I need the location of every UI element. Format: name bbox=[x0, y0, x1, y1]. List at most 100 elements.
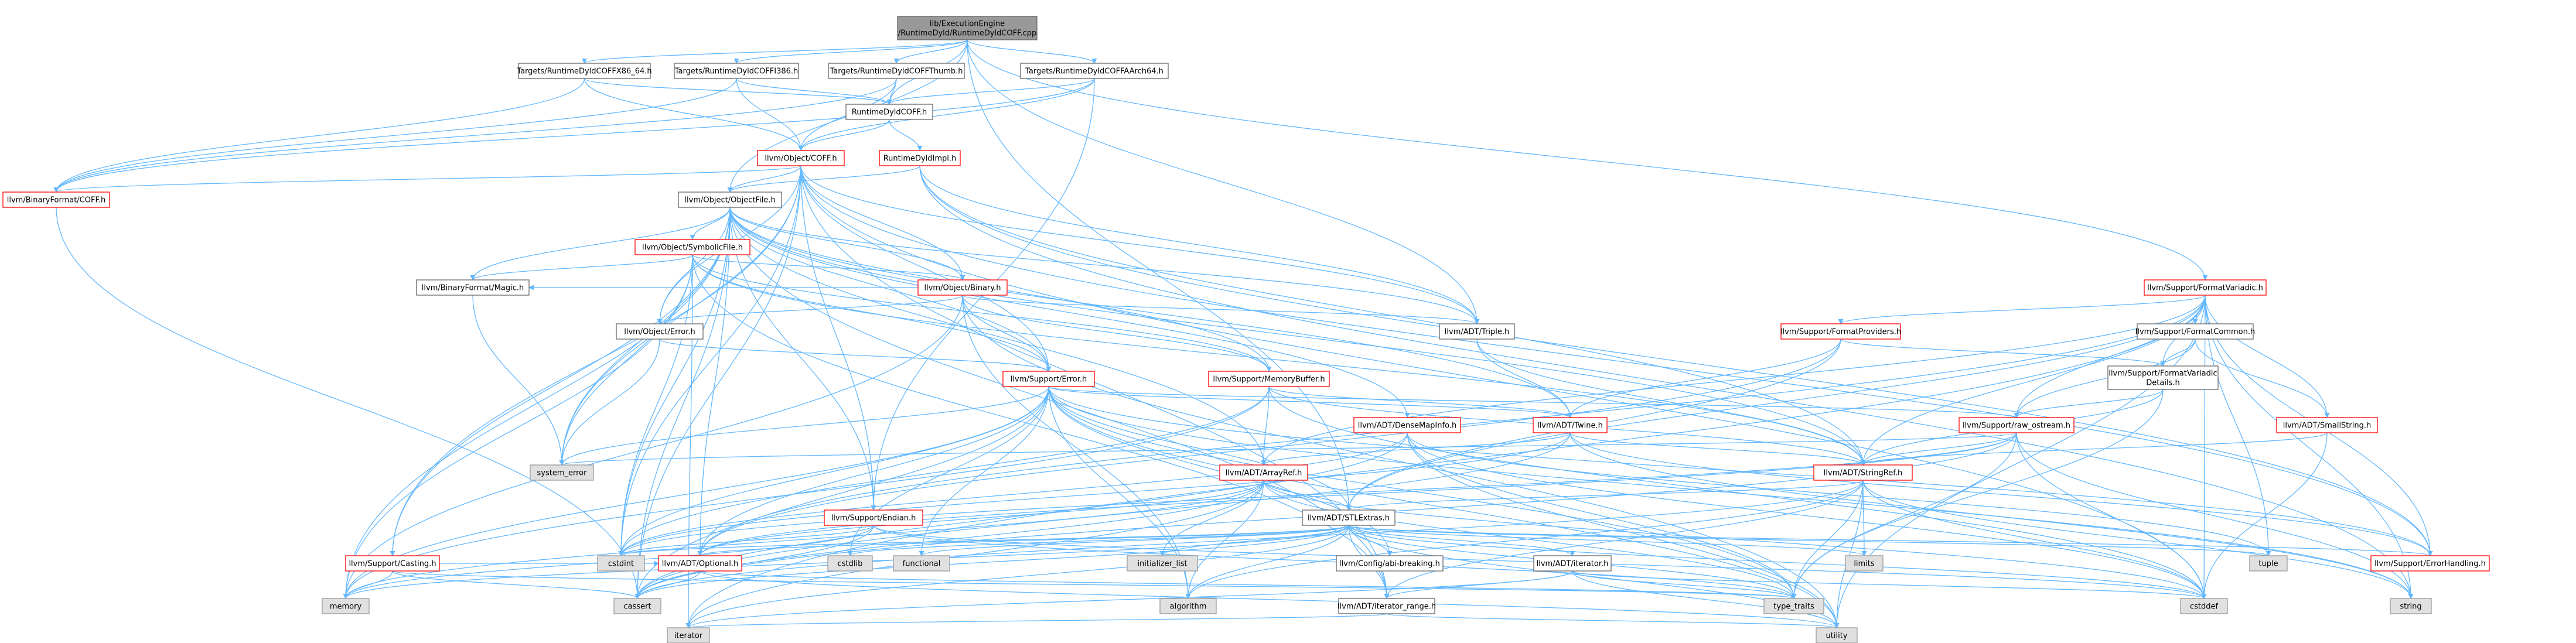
node-endian[interactable]: llvm/Support/Endian.h bbox=[824, 509, 923, 526]
node-label-utility: utility bbox=[1826, 632, 1848, 641]
node-label-algorithm: algorithm bbox=[1170, 603, 1207, 611]
node-supperror[interactable]: llvm/Support/Error.h bbox=[1002, 371, 1095, 387]
node-box-ti386 bbox=[674, 63, 799, 79]
node-iterrange[interactable]: llvm/ADT/iterator_range.h bbox=[1338, 598, 1436, 614]
edge-symfile-to-binary bbox=[692, 254, 965, 281]
edge-objerror-to-supperror bbox=[659, 338, 1052, 372]
node-rdimpl[interactable]: RuntimeDyldImpl.h bbox=[879, 150, 961, 166]
node-box-densemapinfo bbox=[1353, 417, 1461, 433]
node-membuf[interactable]: llvm/Support/MemoryBuffer.h bbox=[1208, 371, 1330, 387]
edge-twine-to-cstdint bbox=[618, 432, 1571, 556]
node-arrayref[interactable]: llvm/ADT/ArrayRef.h bbox=[1219, 464, 1308, 481]
node-root[interactable]: lib/ExecutionEngine/RuntimeDyld/RuntimeD… bbox=[897, 16, 1038, 40]
edge-formatproviders-to-twine bbox=[1567, 338, 1841, 418]
node-twine[interactable]: llvm/ADT/Twine.h bbox=[1533, 417, 1608, 433]
node-box-arrayref bbox=[1219, 464, 1308, 481]
edge-stlextras-to-errhandling bbox=[1348, 525, 2432, 556]
node-bfcoff[interactable]: llvm/BinaryFormat/COFF.h bbox=[2, 191, 110, 208]
node-label-root: /RuntimeDyld/RuntimeDyldCOFF.cpp bbox=[898, 29, 1036, 38]
edge-symfile-to-iterrange bbox=[692, 254, 1390, 599]
node-box-string bbox=[2390, 598, 2432, 614]
edge-root-to-tthumb bbox=[893, 39, 968, 64]
node-rawostream[interactable]: llvm/Support/raw_ostream.h bbox=[1959, 417, 2075, 433]
edge-stringref-to-utility bbox=[1834, 480, 1864, 628]
node-box-smallstring bbox=[2276, 417, 2378, 433]
node-cassert: cassert bbox=[613, 598, 661, 614]
node-triple[interactable]: llvm/ADT/Triple.h bbox=[1439, 323, 1515, 340]
node-formatproviders[interactable]: llvm/Support/FormatProviders.h bbox=[1780, 323, 1901, 340]
node-stringref[interactable]: llvm/ADT/StringRef.h bbox=[1813, 464, 1913, 481]
node-smallstring[interactable]: llvm/ADT/SmallString.h bbox=[2276, 417, 2378, 433]
edge-densemapinfo-to-utility bbox=[1407, 432, 1840, 628]
edge-stlextras-to-algorithm bbox=[1185, 525, 1349, 599]
edge-taarch64-to-bfcoff bbox=[53, 78, 1095, 193]
edge-arrayref-to-initializer_list bbox=[1159, 480, 1264, 556]
edge-endian-to-cassert bbox=[634, 525, 874, 599]
edge-objcoff-to-cstdint bbox=[618, 165, 801, 556]
node-objcoff[interactable]: llvm/Object/COFF.h bbox=[757, 150, 845, 166]
node-objerror[interactable]: llvm/Object/Error.h bbox=[616, 323, 704, 340]
edge-objfile-to-stringref bbox=[729, 207, 1866, 466]
edge-objfile-to-bfmagic bbox=[470, 207, 731, 281]
node-formatvariadic[interactable]: llvm/Support/FormatVariadic.h bbox=[2144, 279, 2267, 296]
node-box-optional bbox=[658, 555, 742, 572]
node-label-supperror: llvm/Support/Error.h bbox=[1011, 375, 1087, 384]
node-box-bfmagic bbox=[416, 279, 530, 296]
node-bfmagic[interactable]: llvm/BinaryFormat/Magic.h bbox=[416, 279, 530, 296]
edge-symfile-to-iterator bbox=[685, 254, 693, 628]
node-symfile[interactable]: llvm/Object/SymbolicFile.h bbox=[634, 239, 750, 255]
node-adtiterator[interactable]: llvm/ADT/iterator.h bbox=[1533, 555, 1612, 572]
node-errhandling[interactable]: llvm/Support/ErrorHandling.h bbox=[2370, 555, 2490, 572]
edge-rdimpl-to-string bbox=[919, 165, 2414, 599]
node-binary[interactable]: llvm/Object/Binary.h bbox=[917, 279, 1008, 296]
node-cstdint: cstdint bbox=[597, 555, 645, 572]
edge-membuf-to-cstddef bbox=[1268, 386, 2207, 599]
node-label-formatvariadic: llvm/Support/FormatVariadic.h bbox=[2147, 284, 2263, 293]
node-label-twine: llvm/ADT/Twine.h bbox=[1537, 422, 1603, 430]
edge-densemapinfo-to-type_traits bbox=[1407, 432, 1797, 599]
node-formatcommon[interactable]: llvm/Support/FormatCommon.h bbox=[2135, 323, 2255, 340]
node-cstddef: cstddef bbox=[2180, 598, 2228, 614]
node-box-taarch64 bbox=[1020, 63, 1169, 79]
edge-arrayref-to-optional bbox=[697, 480, 1264, 556]
edge-supperror-to-optional bbox=[697, 386, 1049, 556]
edge-rawostream-to-string bbox=[2016, 432, 2414, 599]
node-casting[interactable]: llvm/Support/Casting.h bbox=[345, 555, 440, 572]
edge-rdcoff-to-rdimpl bbox=[889, 119, 923, 151]
edge-iterrange-to-utility bbox=[1386, 613, 1839, 628]
edge-objfile-to-optional bbox=[697, 207, 731, 556]
edge-stlextras-to-iterator bbox=[685, 525, 1349, 628]
node-label-stringref: llvm/ADT/StringRef.h bbox=[1824, 469, 1902, 478]
node-objfile[interactable]: llvm/Object/ObjectFile.h bbox=[678, 191, 782, 208]
node-box-formatcommon bbox=[2137, 323, 2254, 340]
node-rdcoff[interactable]: RuntimeDyldCOFF.h bbox=[845, 104, 933, 120]
node-ti386[interactable]: Targets/RuntimeDyldCOFFI386.h bbox=[674, 63, 799, 79]
node-label-binary: llvm/Object/Binary.h bbox=[924, 284, 1001, 293]
node-label-membuf: llvm/Support/MemoryBuffer.h bbox=[1213, 375, 1325, 384]
node-taarch64[interactable]: Targets/RuntimeDyldCOFFAArch64.h bbox=[1020, 63, 1169, 79]
node-label-objerror: llvm/Object/Error.h bbox=[624, 328, 695, 337]
node-densemapinfo[interactable]: llvm/ADT/DenseMapInfo.h bbox=[1353, 417, 1461, 433]
edge-tx86_64-to-objcoff bbox=[584, 78, 804, 151]
node-tthumb[interactable]: Targets/RuntimeDyldCOFFThumb.h bbox=[828, 63, 965, 79]
edge-stringref-to-cassert bbox=[634, 480, 1864, 599]
edge-fvdetails-to-rawostream bbox=[2014, 389, 2164, 418]
node-system_error: system_error bbox=[530, 464, 594, 481]
node-optional[interactable]: llvm/ADT/Optional.h bbox=[658, 555, 742, 572]
node-tx86_64[interactable]: Targets/RuntimeDyldCOFFX86_64.h bbox=[516, 63, 652, 79]
edge-adtiterator-to-cstddef bbox=[1572, 570, 2207, 599]
edge-adtiterator-to-utility bbox=[1572, 570, 1840, 628]
edge-stlextras-to-tuple bbox=[1348, 525, 2271, 556]
edge-casting-to-type_traits bbox=[392, 570, 1796, 599]
node-label-casting: llvm/Support/Casting.h bbox=[349, 560, 436, 569]
edge-objcoff-to-supperror bbox=[800, 165, 1052, 372]
node-abibreaking[interactable]: llvm/Config/abi-breaking.h bbox=[1336, 555, 1444, 572]
node-label-cstdlib: cstdlib bbox=[838, 560, 863, 569]
node-label-ti386: Targets/RuntimeDyldCOFFI386.h bbox=[674, 67, 799, 76]
node-box-binary bbox=[917, 279, 1008, 296]
node-label-rdimpl: RuntimeDyldImpl.h bbox=[883, 155, 957, 163]
node-label-cstddef: cstddef bbox=[2190, 603, 2219, 611]
edge-supperror-to-system_error bbox=[559, 386, 1049, 466]
node-stlextras[interactable]: llvm/ADT/STLExtras.h bbox=[1302, 509, 1396, 526]
